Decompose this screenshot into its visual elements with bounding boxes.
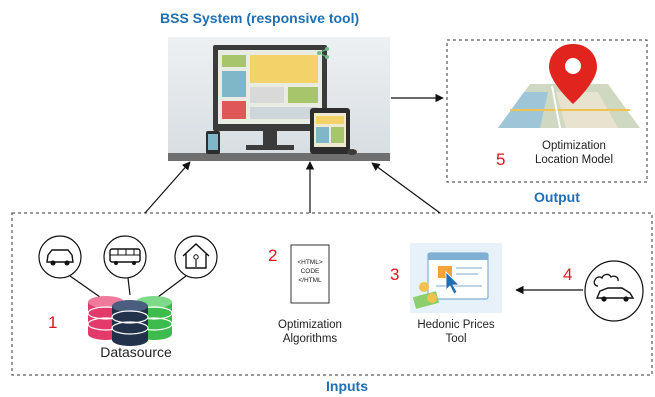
arrow-hedonic-to-system	[371, 162, 441, 214]
code-line: </HTML	[298, 277, 322, 284]
output-label-line1: Optimization	[542, 140, 606, 152]
hedonic-label: Hedonic Prices Tool	[400, 318, 512, 346]
external-number: 4	[563, 265, 573, 284]
algorithms-label: Optimization Algorithms	[262, 318, 358, 346]
car-icon	[38, 235, 82, 279]
code-document-icon	[290, 244, 330, 304]
code-line: <HTML>	[297, 259, 323, 266]
hedonic-label-line1: Hedonic Prices	[417, 319, 495, 331]
datasource-label: Datasource	[100, 344, 172, 360]
code-line: CODE	[300, 268, 320, 275]
output-box	[446, 39, 648, 183]
link-bus-db	[127, 277, 131, 296]
algorithms-label-line1: Optimization	[278, 319, 342, 331]
arrow-datasource-to-system	[144, 161, 191, 214]
system-title: BSS System (responsive tool)	[160, 10, 360, 26]
responsive-devices-icon	[168, 37, 390, 161]
output-label-line2: Location Model	[535, 154, 613, 166]
datasource-number: 1	[48, 313, 58, 332]
output-number: 5	[496, 150, 506, 169]
hedonic-number: 3	[390, 265, 400, 284]
algorithms-number: 2	[268, 246, 278, 265]
output-label: Optimization Location Model	[515, 139, 633, 167]
link-car-db	[69, 275, 101, 298]
hedonic-tool-icon	[410, 243, 502, 313]
cloud-car-icon	[584, 260, 644, 322]
map-pin-icon	[498, 44, 640, 129]
bus-icon	[103, 235, 147, 279]
database-icon	[87, 296, 173, 346]
link-house-db	[157, 275, 187, 298]
output-title: Output	[534, 189, 580, 205]
house-icon	[174, 235, 218, 279]
inputs-title: Inputs	[326, 378, 368, 394]
algorithms-label-line2: Algorithms	[282, 333, 338, 345]
hedonic-label-line2: Tool	[445, 333, 467, 345]
inputs-box	[11, 212, 653, 376]
code-text: <HTML> CODE </HTML	[291, 258, 329, 285]
